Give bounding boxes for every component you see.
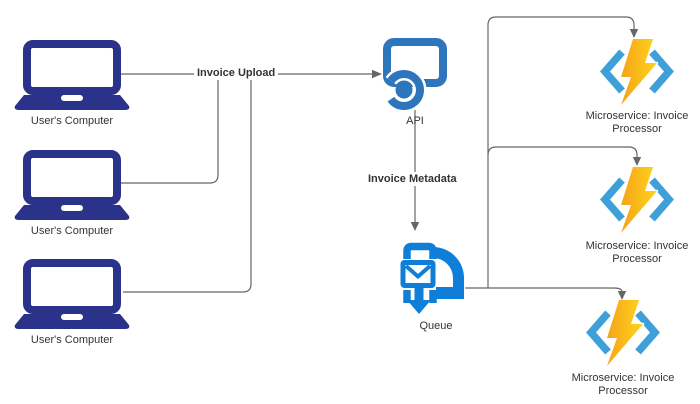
azure-functions-icon (586, 300, 660, 366)
left-bracket-icon (600, 177, 625, 222)
arrowhead-ms3 (617, 291, 627, 300)
node-microservice-1 (600, 39, 674, 105)
node-users-computer-3 (14, 259, 130, 332)
lightning-bolt-icon (605, 300, 645, 366)
queue-left-stub (403, 290, 411, 303)
node-label-users-computer-2: User's Computer (30, 225, 114, 237)
edge-label-invoice-upload: Invoice Upload (194, 66, 279, 80)
arrowhead-api (372, 69, 382, 79)
node-label-users-computer-3: User's Computer (30, 334, 114, 346)
right-bracket-icon (649, 49, 674, 94)
laptop-notch (61, 314, 83, 320)
node-label-microservice-3: Microservice: Invoice Processor (571, 372, 675, 397)
lightning-bolt-icon (619, 167, 659, 233)
node-label-microservice-2: Microservice: Invoice Processor (585, 240, 689, 265)
azure-functions-icon (600, 167, 674, 233)
edge-queue-to-ms3 (463, 287, 623, 293)
lightning-bolt-icon (619, 39, 659, 105)
api-ring (387, 70, 424, 110)
node-label-users-computer-1: User's Computer (30, 115, 114, 127)
edge-laptop3-join (123, 75, 252, 293)
queue-icon (400, 242, 466, 314)
edge-label-invoice-metadata: Invoice Metadata (365, 172, 460, 186)
queue-arrow-shaft (414, 287, 424, 301)
api-icon (383, 38, 447, 110)
edge-queue-to-ms1 (487, 16, 635, 288)
node-users-computer-2 (14, 150, 130, 223)
right-bracket-icon (649, 177, 674, 222)
edge-queue-to-ms2 (487, 146, 638, 157)
laptop-icon (14, 40, 130, 110)
node-microservice-3 (586, 300, 660, 366)
laptop-base (14, 205, 130, 220)
arrowhead-ms1 (629, 29, 639, 38)
arrowhead-ms2 (632, 157, 642, 166)
queue-top-bracket (403, 242, 437, 259)
node-label-queue: Queue (419, 320, 453, 332)
laptop-notch (61, 205, 83, 211)
node-label-microservice-1: Microservice: Invoice Processor (585, 110, 689, 135)
queue-right-stub (429, 290, 437, 303)
laptop-icon (14, 259, 130, 329)
laptop-notch (61, 95, 83, 101)
laptop-base (14, 314, 130, 329)
right-bracket-icon (635, 310, 660, 355)
laptop-icon (14, 150, 130, 220)
node-label-api: API (406, 115, 424, 127)
queue-arrow-head (407, 300, 431, 314)
node-users-computer-1 (14, 40, 130, 113)
edge-laptop2-join (121, 75, 219, 184)
queue-swoosh (431, 245, 466, 301)
laptop-base (14, 95, 130, 110)
node-microservice-2 (600, 167, 674, 233)
arrowhead-queue (410, 222, 420, 231)
left-bracket-icon (586, 310, 611, 355)
node-api (383, 38, 447, 110)
queue-envelope-flap (404, 264, 432, 280)
node-queue (400, 240, 470, 316)
left-bracket-icon (600, 49, 625, 94)
api-dot (395, 81, 413, 99)
azure-functions-icon (600, 39, 674, 105)
